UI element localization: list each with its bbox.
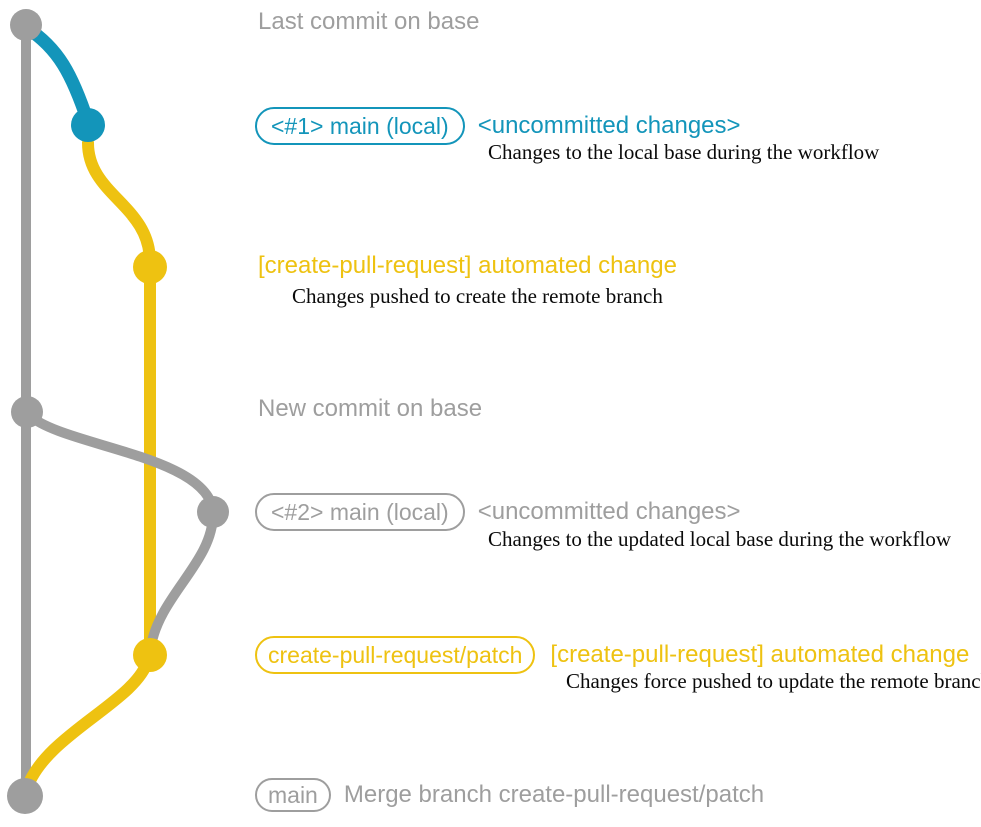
branch-badge-patch: create-pull-request/patch [255, 636, 536, 675]
remote-branch-curve [82, 137, 156, 268]
commit-title-merge: Merge branch create-pull-request/patch [343, 781, 765, 809]
row-merge: main Merge branch create-pull-request/pa… [255, 778, 765, 813]
commit-title-uncommitted-1: <uncommitted changes> [477, 112, 741, 140]
commit-dot-uncommitted-1 [71, 108, 105, 142]
row-force-push: create-pull-request/patch [create-pull-r… [255, 636, 970, 675]
commit-title-automated-change: [create-pull-request] automated change [258, 252, 677, 279]
commit-dot-new-base [11, 396, 43, 428]
merge-branch-curve [21, 654, 154, 794]
row-uncommitted-2: <#2> main (local) <uncommitted changes> [255, 493, 741, 532]
new-commit-label: New commit on base [258, 395, 483, 422]
branch-badge-main-local-1: <#1> main (local) [255, 107, 465, 146]
commit-title-force-push: [create-pull-request] automated change [550, 641, 970, 669]
row-uncommitted-1: <#1> main (local) <uncommitted changes> [255, 107, 741, 146]
commit-dot-merge [7, 778, 43, 814]
last-commit-label: Last commit on base [258, 8, 480, 35]
commit-desc-uncommitted-2: Changes to the updated local base during… [488, 527, 952, 551]
commit-dot-uncommitted-2 [197, 496, 229, 528]
commit-desc-automated-change: Changes pushed to create the remote bran… [292, 284, 663, 308]
commit-title-uncommitted-2: <uncommitted changes> [477, 498, 741, 526]
uncommitted-branch-2-curve [24, 410, 218, 515]
commit-dot-automated-change [133, 250, 167, 284]
commit-desc-force-push: Changes force pushed to update the remot… [566, 669, 981, 693]
branch-badge-main: main [255, 778, 331, 813]
commit-dot-last-base [10, 9, 42, 41]
commit-dot-force-push [133, 638, 167, 672]
uncommitted-branch-1-curve [20, 21, 95, 129]
uncommitted-branch-2-merge-curve [146, 509, 218, 651]
commit-desc-uncommitted-1: Changes to the local base during the wor… [488, 140, 880, 164]
branch-badge-main-local-2: <#2> main (local) [255, 493, 465, 532]
